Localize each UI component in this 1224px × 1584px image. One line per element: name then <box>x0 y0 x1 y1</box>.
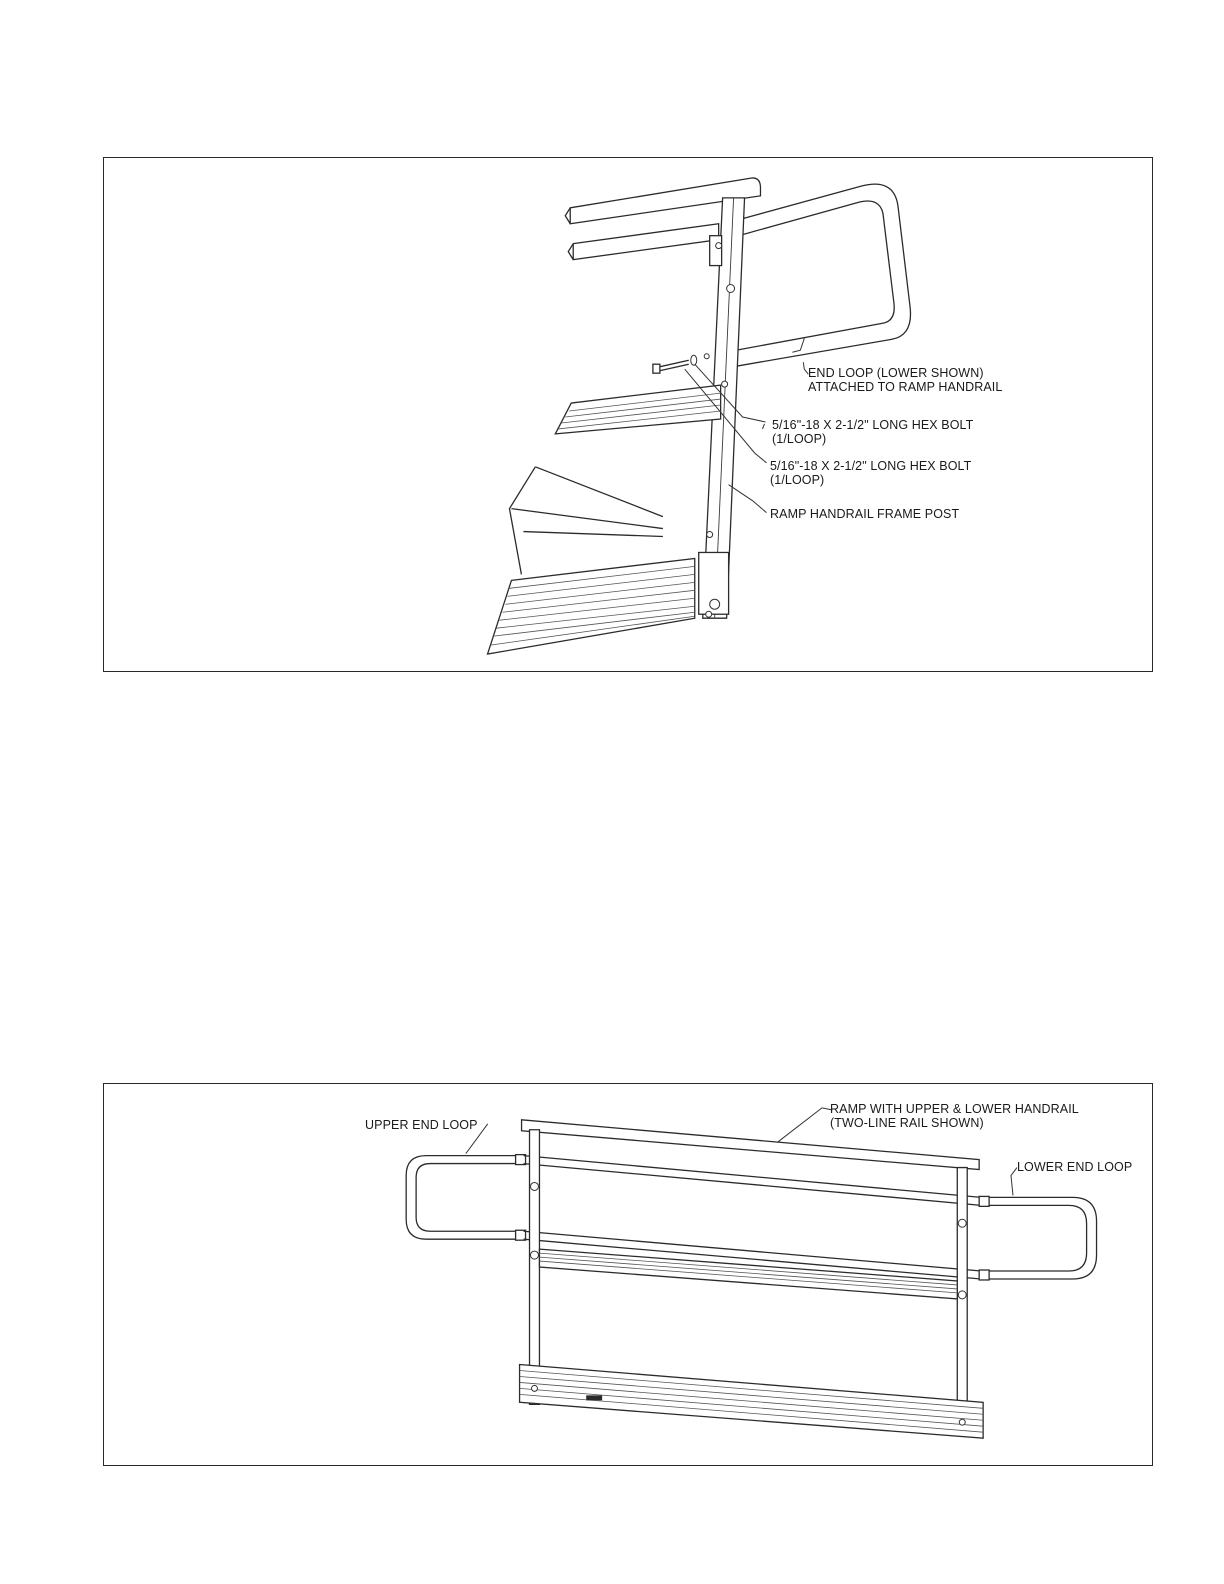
figure-end-loop-detail: END LOOP (LOWER SHOWN) ATTACHED TO RAMP … <box>103 157 1153 672</box>
callout-end-loop: END LOOP (LOWER SHOWN) ATTACHED TO RAMP … <box>808 366 1002 394</box>
lower-ramp-structure <box>488 467 695 654</box>
ramp-handrail-overview-drawing <box>104 1084 1152 1465</box>
mid-ramp-tread <box>539 1249 957 1299</box>
bottom-ramp-deck <box>520 1365 984 1439</box>
callout-upper-end-loop: UPPER END LOOP <box>365 1118 478 1132</box>
callout-hex-bolt-a: 5/16"-18 X 2-1/2" LONG HEX BOLT (1/LOOP) <box>772 418 973 446</box>
mid-ramp-deck <box>555 385 720 434</box>
callout-frame-post: RAMP HANDRAIL FRAME POST <box>770 507 959 521</box>
callout-lower-end-loop: LOWER END LOOP <box>1017 1160 1132 1174</box>
callout-ramp-handrail: RAMP WITH UPPER & LOWER HANDRAIL (TWO-LI… <box>830 1102 1079 1130</box>
lower-end-loop <box>979 1196 1096 1280</box>
figure-ramp-handrail-overview: UPPER END LOOP RAMP WITH UPPER & LOWER H… <box>103 1083 1153 1466</box>
upper-end-loop <box>406 1155 525 1241</box>
callout-hex-bolt-b: 5/16"-18 X 2-1/2" LONG HEX BOLT (1/LOOP) <box>770 459 971 487</box>
end-loop-detail-drawing <box>104 158 1152 671</box>
end-loop <box>731 184 911 367</box>
lower-handrail-segment <box>568 224 718 260</box>
